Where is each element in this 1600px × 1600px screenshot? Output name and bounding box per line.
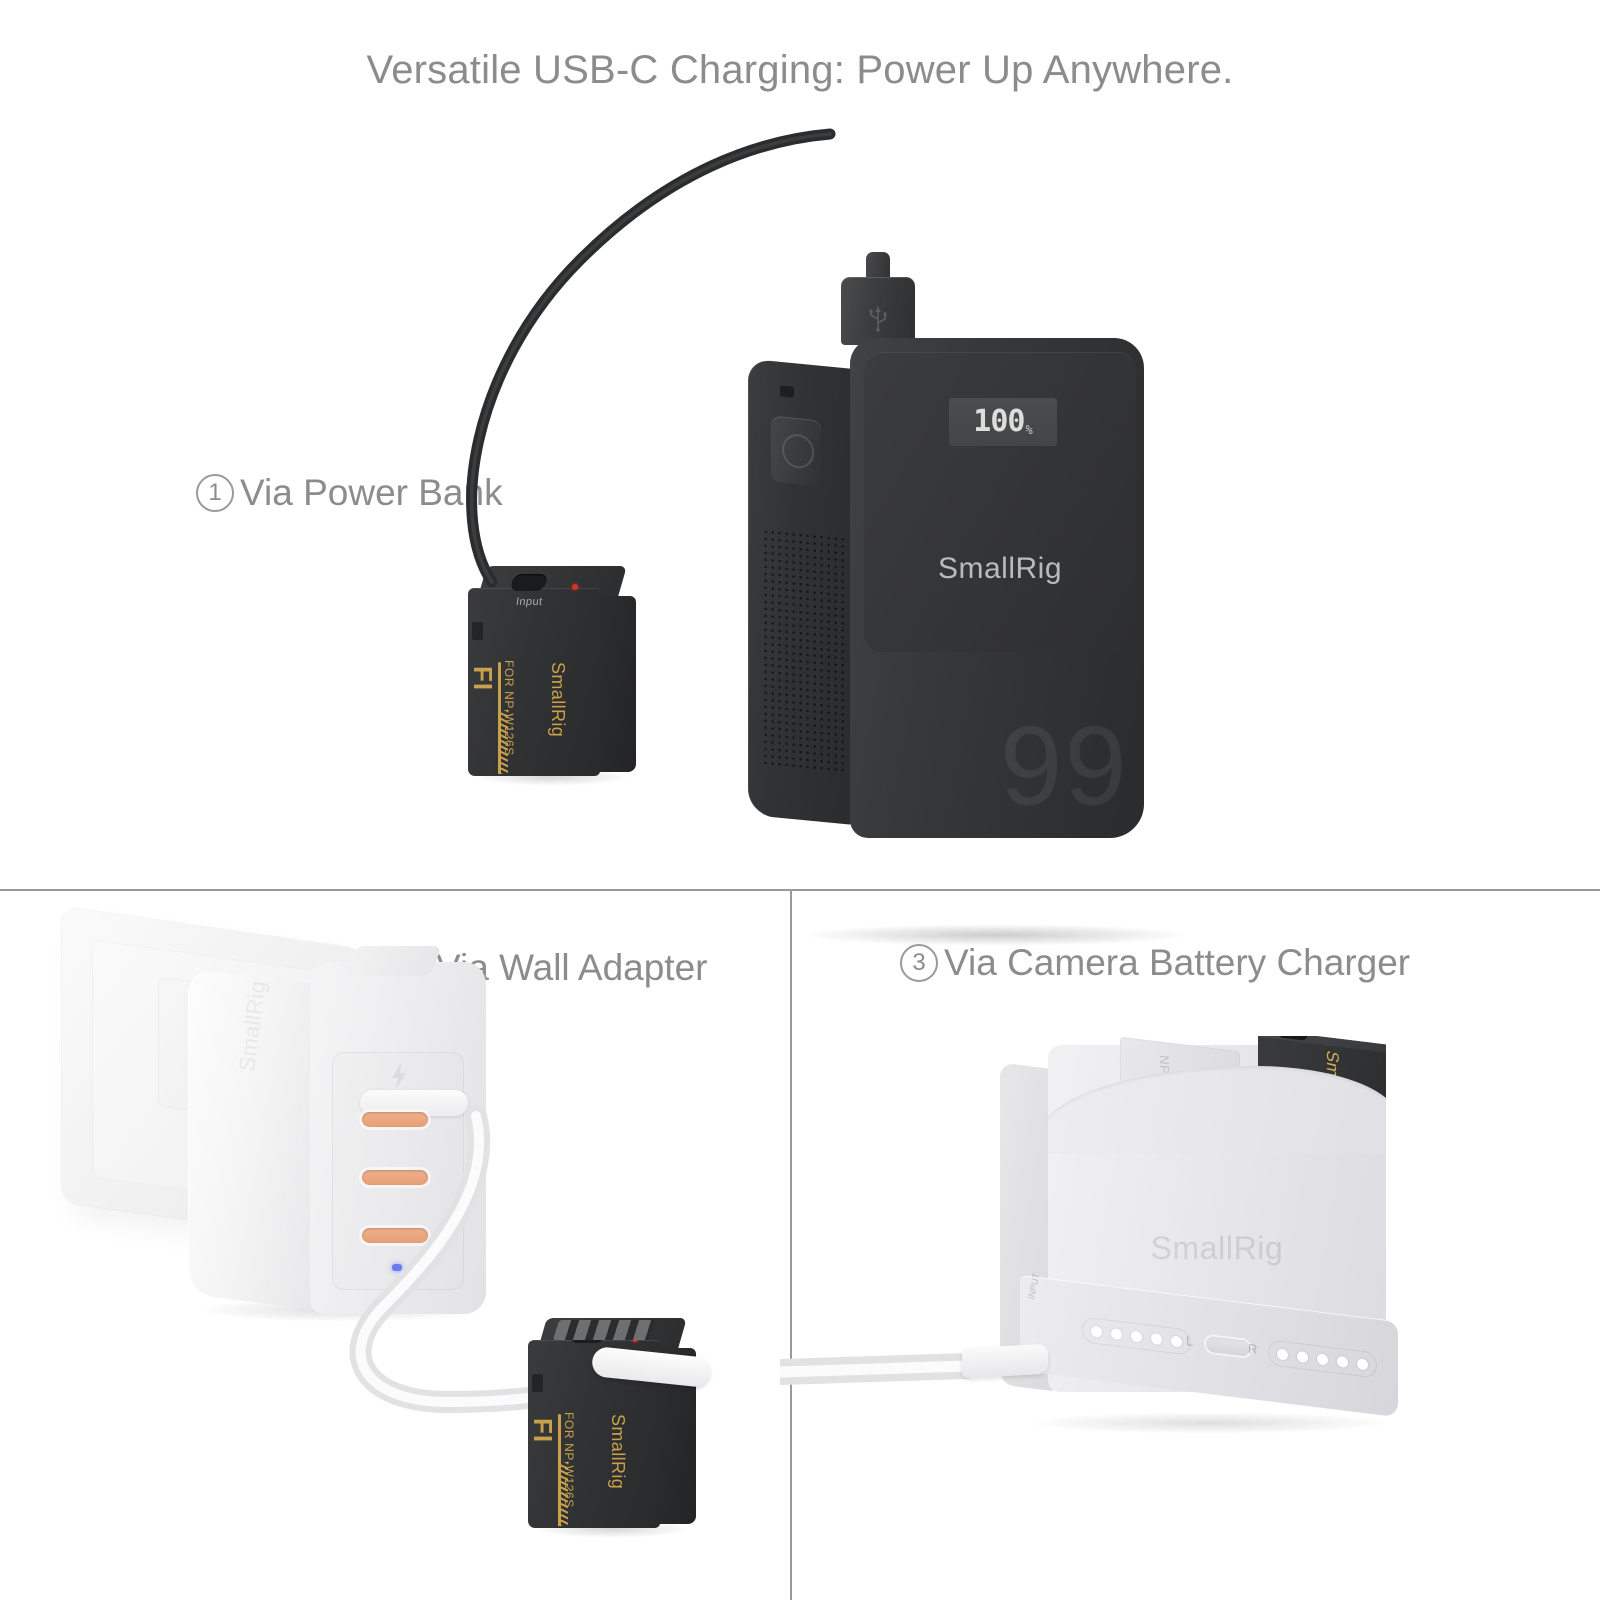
- charger-usb-c-input-port[interactable]: [1204, 1333, 1252, 1360]
- led-indicator: [1277, 1347, 1288, 1361]
- led-indicator: [1297, 1350, 1308, 1363]
- usb-icon: [869, 306, 887, 332]
- usb-c-port-2[interactable]: [362, 1170, 428, 1185]
- wall-adapter-device: SmallRig: [188, 946, 488, 1322]
- battery-contact-pins: [552, 1320, 656, 1340]
- charger-led-group-right: [1268, 1339, 1377, 1378]
- led-indicator: [1337, 1355, 1348, 1368]
- battery-model-text: FOR NP-W126S: [502, 660, 516, 756]
- battery-notch: [472, 622, 483, 640]
- usb-c-port-1[interactable]: [362, 1112, 428, 1127]
- adapter-status-led: [392, 1264, 402, 1271]
- led-indicator: [1357, 1357, 1368, 1371]
- charger-bay-lip: [1048, 1066, 1386, 1154]
- power-bank-device: 100 % SmallRig 99: [700, 240, 1192, 946]
- section-label-text: Via Camera Battery Charger: [944, 942, 1411, 983]
- section-label-camera-charger: 3 Via Camera Battery Charger: [900, 942, 1410, 984]
- battery-np-w126s-1: FI FOR NP-W126S SmallRig Input: [468, 566, 638, 786]
- charger-shadow: [1024, 1412, 1394, 1434]
- usb-c-plug-charger: [962, 1343, 1048, 1379]
- charger-side-marking: INPUT: [1026, 1271, 1042, 1301]
- usb-c-cable-black: [466, 128, 836, 588]
- battery-series-text: FI: [528, 1418, 558, 1444]
- led-indicator: [1151, 1332, 1162, 1345]
- battery-side-face: [596, 596, 636, 772]
- led-indicator: [1131, 1329, 1142, 1343]
- adapter-top-recess: [343, 946, 443, 976]
- adapter-front-panel: [310, 946, 486, 1314]
- power-bank-indicator-led: [780, 385, 794, 398]
- battery-notch: [532, 1374, 543, 1392]
- battery-model-text: FOR NP-W126S: [562, 1412, 576, 1508]
- charger-led-group-left: [1082, 1316, 1191, 1355]
- lightning-bolt-icon: [392, 1063, 406, 1089]
- camera-battery-charger-device: SmallRig NP-W126S SmallRig NP-W126S L: [1000, 1030, 1420, 1450]
- adapter-brand-logo: SmallRig: [234, 979, 271, 1073]
- power-bank-front-panel: 100 % SmallRig 99: [850, 338, 1144, 838]
- power-bank-shadow: [800, 924, 1192, 946]
- battery-status-led: [572, 584, 578, 590]
- section-label-text: Via Power Bank: [240, 472, 503, 513]
- bay-right-marking: R: [1248, 1340, 1258, 1357]
- power-bank-body: 100 % SmallRig 99: [748, 338, 1192, 946]
- battery-brand-text: SmallRig: [608, 1414, 628, 1490]
- step-number-3: 3: [900, 944, 938, 982]
- led-indicator: [1091, 1325, 1102, 1338]
- vent-grille: [764, 530, 846, 774]
- vertical-divider: [790, 891, 792, 1600]
- battery-series-text: FI: [468, 666, 498, 692]
- usb-c-cable-white-charger: [780, 1353, 979, 1385]
- horizontal-divider: [0, 889, 1600, 891]
- battery-brand-text: SmallRig: [548, 662, 568, 738]
- display-value: 100: [973, 404, 1025, 439]
- battery-percentage-display: 100 %: [949, 398, 1057, 446]
- power-bank-brand-logo: SmallRig: [937, 552, 1063, 585]
- adapter-connected-plug: [360, 1090, 468, 1116]
- step-number-1: 1: [196, 474, 234, 512]
- led-indicator: [1171, 1334, 1182, 1348]
- bay-left-marking: L: [1186, 1333, 1194, 1350]
- display-unit: %: [1025, 423, 1033, 437]
- usb-c-port-3[interactable]: [362, 1228, 428, 1243]
- power-button[interactable]: [771, 415, 821, 487]
- page-title: Versatile USB-C Charging: Power Up Anywh…: [366, 48, 1234, 92]
- led-indicator: [1317, 1352, 1328, 1366]
- charger-brand-logo: SmallRig: [1150, 1230, 1284, 1266]
- led-indicator: [1111, 1327, 1122, 1340]
- usb-connector-head: [841, 277, 915, 345]
- section-label-power-bank: 1 Via Power Bank: [196, 472, 503, 514]
- power-bank-model-marking: 99: [1000, 703, 1129, 828]
- charger-battery-bays: NP-W126S SmallRig NP-W126S: [1048, 1036, 1386, 1154]
- power-bank-glossy-face: 100 % SmallRig: [864, 352, 1136, 652]
- battery-front-face: FI FOR NP-W126S SmallRig: [468, 588, 600, 776]
